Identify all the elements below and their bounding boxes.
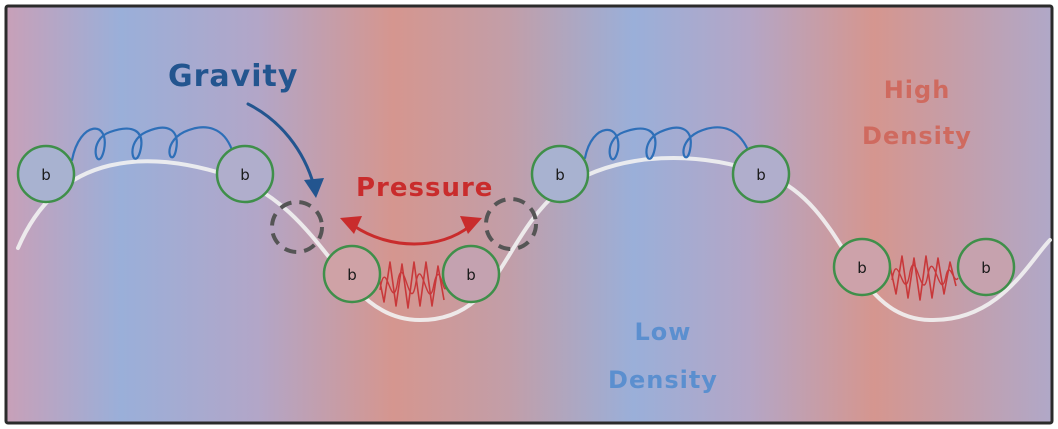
- ball-bottom-mid-1: b: [322, 244, 382, 304]
- gravity-arrowhead: [304, 178, 324, 198]
- ball-bottom-right-2: b: [956, 237, 1016, 297]
- pressure-arrowhead-right: [460, 216, 482, 234]
- red-spring-right-overlay: [891, 264, 959, 286]
- ball-label: b: [466, 266, 476, 284]
- pressure-arrowhead-left: [340, 216, 362, 234]
- red-spring-right: [889, 255, 957, 301]
- ball-top-left-1: b: [16, 144, 76, 204]
- blue-spring-left: [70, 126, 234, 162]
- high-density-label-line1: High: [884, 76, 951, 104]
- ball-top-right-1: b: [530, 144, 590, 204]
- red-spring-middle-overlay: [379, 271, 447, 295]
- blue-spring-right: [583, 126, 750, 161]
- background-bands: [6, 6, 1052, 423]
- dashed-circle-left: [270, 200, 324, 254]
- ball-label: b: [347, 266, 357, 284]
- ball-top-left-2: b: [215, 144, 275, 204]
- dashed-circle-right: [484, 197, 538, 251]
- ball-bottom-right-1: b: [832, 237, 892, 297]
- ball-label: b: [857, 259, 867, 277]
- low-density-label-line2: Density: [608, 366, 718, 394]
- red-spring-middle: [377, 261, 445, 309]
- high-density-label-line2: Density: [862, 122, 972, 150]
- ball-label: b: [756, 166, 766, 184]
- low-density-label-line1: Low: [635, 318, 692, 346]
- ball-bottom-mid-2: b: [441, 244, 501, 304]
- ball-label: b: [555, 166, 565, 184]
- gravity-arrow: [246, 102, 316, 188]
- ball-label: b: [41, 166, 51, 184]
- pressure-arrow: [352, 224, 472, 246]
- ball-label: b: [240, 166, 250, 184]
- gravity-label: Gravity: [168, 59, 298, 94]
- ball-top-right-2: b: [731, 144, 791, 204]
- frame-border: [4, 4, 1054, 425]
- pressure-label: Pressure: [356, 173, 493, 203]
- ball-label: b: [981, 259, 991, 277]
